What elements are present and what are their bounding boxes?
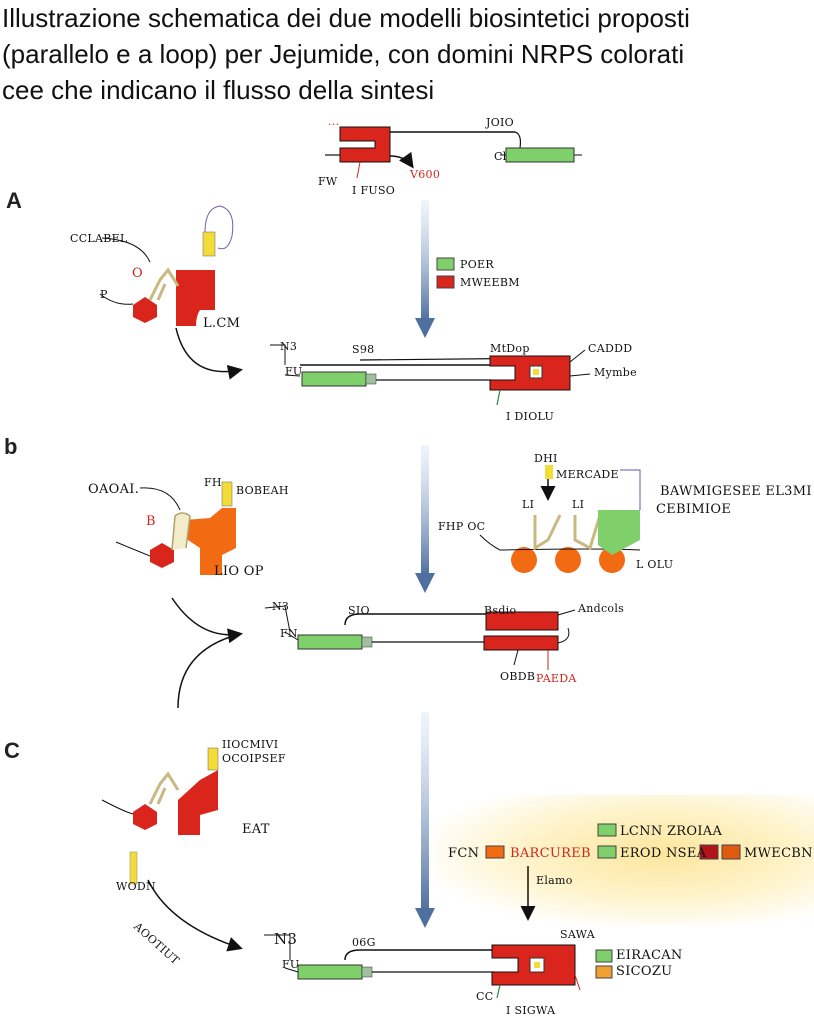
label-b-right-l1: LI [522,498,535,511]
panel-b-chain [479,465,641,573]
label-b-strip-bsd: Bsdio [484,604,517,617]
label-b-right-fhp: FHP OC [438,520,486,533]
keybox-label-mwecbn: MWECBN [744,846,813,861]
label-a-o: O [132,266,143,281]
label-b-strip-r1: Andcols [578,602,625,615]
label-top-ct: Cl [494,150,507,163]
label-a-strip-r1: CADDD [588,342,633,355]
label-c-oconsef: OCOIPSEF [222,752,286,765]
legend-label-poer: POER [460,258,494,271]
label-a-lcm: L.CM [203,316,241,331]
panel-a-strip [270,344,591,406]
highlight-glow [435,795,814,925]
label-c-strip-sawa: SAWA [560,928,595,941]
label-a-strip-bottom: I DIOLU [506,410,555,423]
label-top-fw: FW [318,175,338,188]
label-c-strip-06g: 06G [352,936,376,949]
panel-letter-a: A [6,188,22,213]
figure-caption: Illustrazione schematica dei due modelli… [2,3,690,105]
top-module [325,126,582,179]
label-c-strip-bottom: I SIGWA [506,1004,556,1017]
keybox-label-erod: EROD NSEA [620,846,707,861]
label-b-right-dhi: DHI [534,452,558,465]
keybox-label-elamo: Elamo [536,874,573,887]
label-c-wodn: WODN [116,880,156,893]
panel-letter-b: b [4,434,18,459]
label-c-eat: EAT [242,822,270,837]
label-b-b: B [146,514,156,529]
label-c-strip-cc: CC [476,990,494,1003]
label-c-strip-n3: N3 [274,930,298,948]
label-b-lio: LIO OP [214,564,264,579]
label-c-strip-fu: FU [282,958,300,971]
label-b-right-l2: LI [572,498,585,511]
label-a-strip-fu: FU [285,365,303,378]
label-a-strip-r2: Mymbe [594,366,637,379]
keybox-label-top: LCNN ZROIAA [620,824,723,839]
label-top-left-tag: ··· [328,118,340,131]
label-b-right-big2: CEBIMIOE [656,502,732,517]
legend-label-mweebm: MWEEBM [460,276,520,289]
label-top-v600: V600 [410,168,441,181]
label-b-strip-n3: N3 [272,600,290,613]
label-top-jojo: JOIO [486,116,514,129]
label-c-oocmivi: IIOCMIVI [222,738,279,751]
panel-b-molecule [115,481,243,709]
keybox-label-barcured: BARCUREB [510,846,591,861]
label-b-strip-fn: FN [280,627,298,640]
label-a-strip-mid: MtDop [490,342,530,355]
label-b-strip-bottom2: PAEDA [536,672,577,685]
label-b-right-lou: L OLU [636,558,674,571]
label-c-strip-key1: EIRACAN [616,948,683,963]
label-b-right-ercade: MERCADE [556,468,619,481]
label-b-strip-sio: SIO [348,604,370,617]
label-b-bobeah: BOBEAH [236,484,289,497]
label-b-strip-bottom1: OBDB [500,670,536,683]
flow-arrows [415,200,435,928]
panel-b-strip [264,605,576,670]
panel-c-molecule [101,747,243,952]
label-b-fh: FH [204,476,222,489]
label-b-oaoai: OAOAI. [88,482,140,497]
label-a-chain: CCLABEL [70,232,128,245]
label-a-strip-n3: N3 [280,340,298,353]
panel-letter-c: C [4,738,20,763]
label-c-strip-key2: SICOZU [616,964,673,979]
panel-c-keybox [485,823,741,921]
label-top-fuso: I FUSO [352,184,396,197]
panel-c-strip [264,934,613,999]
keybox-label-fcn: FCN [448,846,480,861]
label-a-p: P [100,288,108,301]
panel-a-molecule [99,205,243,380]
legend [436,257,455,289]
label-a-strip-s98: S98 [352,343,375,356]
label-b-right-big1: BAWMIGESEE EL3MI [660,484,812,499]
